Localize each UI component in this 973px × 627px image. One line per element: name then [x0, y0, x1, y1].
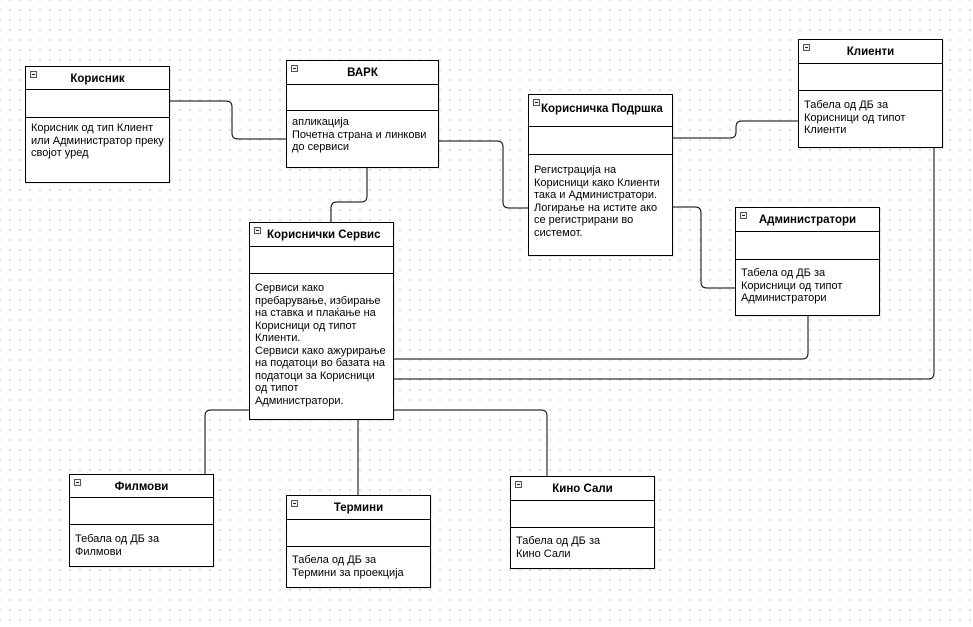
class-header: Корисник: [26, 67, 169, 90]
class-description: Корисник од тип Клиент или Администратор…: [31, 122, 164, 159]
class-korisnik[interactable]: Корисник Корисник од тип Клиент или Адми…: [25, 66, 170, 183]
connector-vark-podrska: [439, 140, 530, 209]
collapse-icon[interactable]: [291, 65, 298, 72]
class-attributes: [26, 90, 169, 118]
class-attributes: [799, 64, 942, 91]
connector-korisnik-vark: [170, 100, 288, 140]
connector-servis-filmovi: [204, 409, 250, 474]
class-attributes: [70, 498, 213, 525]
class-attributes: [250, 247, 393, 274]
class-description: Табела од ДБ за Термини за проекција: [292, 554, 404, 579]
class-header: Филмови: [70, 475, 213, 498]
class-attributes: [529, 127, 672, 155]
class-klienti[interactable]: Клиенти Табела од ДБ за Корисници од тип…: [798, 39, 943, 148]
class-title: ВАРК: [347, 67, 378, 79]
class-description: Табела од ДБ за Корисници од типот Админ…: [741, 267, 843, 304]
class-attributes: [736, 232, 879, 260]
class-description: Регистрација на Корисници како Клиенти т…: [534, 164, 660, 239]
class-termini[interactable]: Термини Табела од ДБ за Термини за проек…: [286, 495, 431, 588]
class-title: Термини: [333, 502, 384, 514]
class-kino-sali[interactable]: Кино Сали Табела од ДБ за Кино Сали: [510, 476, 655, 569]
class-description: Табела од ДБ за Кино Сали: [516, 535, 601, 560]
class-filmovi[interactable]: Филмови Тебала од ДБ за Филмови: [69, 474, 214, 567]
class-title: Кино Сали: [552, 483, 613, 495]
class-header: Кино Сали: [511, 477, 654, 501]
connector-podrska-administratori: [673, 206, 737, 289]
collapse-icon[interactable]: [74, 479, 81, 486]
class-title: Корисничка Подршка: [541, 103, 663, 115]
collapse-icon[interactable]: [740, 212, 747, 219]
connector-servis-kinosali: [393, 409, 548, 477]
class-header: Корисничка Подршка: [529, 95, 672, 127]
class-header: ВАРК: [287, 61, 438, 85]
collapse-icon[interactable]: [30, 71, 37, 78]
class-description: Сервиси како пребарување, избирање на ст…: [255, 282, 386, 407]
class-attributes: [511, 501, 654, 528]
class-administratori[interactable]: Администратори Табела од ДБ за Корисници…: [735, 207, 880, 316]
class-korisnicki-servis[interactable]: Кориснички Сервис Сервиси како пребарува…: [249, 222, 394, 420]
class-header: Администратори: [736, 208, 879, 232]
connector-servis-administratori: [393, 316, 809, 360]
collapse-icon[interactable]: [291, 500, 298, 507]
class-title: Клиенти: [846, 46, 895, 58]
connector-podrska-klienti: [673, 120, 799, 139]
collapse-icon[interactable]: [254, 227, 261, 234]
class-description: Тебала од ДБ за Филмови: [75, 533, 160, 558]
class-title: Корисник: [70, 73, 125, 85]
connector-vark-servis: [330, 168, 368, 222]
class-description: апликација Почетна страна и линкови до с…: [292, 116, 427, 153]
collapse-icon[interactable]: [803, 44, 810, 51]
class-header: Кориснички Сервис: [250, 223, 393, 247]
class-vark[interactable]: ВАРК апликација Почетна страна и линкови…: [286, 60, 439, 168]
class-header: Клиенти: [799, 40, 942, 64]
class-title: Администратори: [758, 214, 857, 226]
collapse-icon[interactable]: [515, 481, 522, 488]
collapse-icon[interactable]: [533, 99, 540, 106]
class-attributes: [287, 85, 438, 111]
class-korisnicka-podrska[interactable]: Корисничка Подршка Регистрација на Корис…: [528, 94, 673, 256]
class-header: Термини: [287, 496, 430, 520]
class-title: Кориснички Сервис: [267, 229, 381, 241]
class-attributes: [287, 520, 430, 547]
class-description: Табела од ДБ за Корисници од типот Клиен…: [804, 99, 906, 136]
class-title: Филмови: [114, 481, 169, 493]
